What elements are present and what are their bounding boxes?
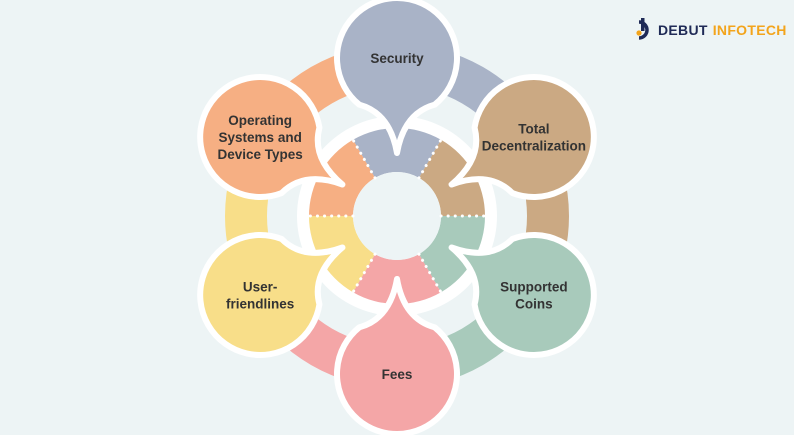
petal-security: Security [334, 0, 460, 156]
petal-label-total-decentralization: Total [518, 122, 549, 137]
petal-fees: Fees [334, 276, 460, 435]
petal-shape [334, 276, 460, 435]
segment-dividers [307, 138, 487, 294]
divider-line [417, 252, 443, 294]
petal-label-operating-systems: Device Types [218, 147, 303, 162]
petal-label-operating-systems: Systems and [219, 130, 302, 145]
petal-shape [448, 74, 597, 200]
divider-line [351, 252, 377, 294]
petal-label-security: Security [370, 51, 424, 66]
brand-word-debut: DEBUT [658, 22, 708, 38]
brand-word-infotech: INFOTECH [712, 22, 787, 38]
divider-line [351, 138, 377, 180]
petal-shape [448, 232, 597, 358]
inner-segment-operating-systems [309, 139, 375, 216]
petal-label-supported-coins: Supported [500, 280, 568, 295]
petal-shape [197, 74, 346, 200]
petal-label-user-friendlines: friendlines [226, 297, 294, 312]
center-hub [353, 172, 441, 260]
petals: SecurityTotalDecentralizationSupportedCo… [197, 0, 597, 435]
petal-label-operating-systems: Operating [228, 113, 292, 128]
inner-segment-total-decentralization [419, 139, 485, 216]
inner-segment-user-friendlines [309, 216, 375, 293]
debut-infotech-logo-icon [636, 18, 649, 40]
petal-shape [197, 232, 346, 358]
petal-shape [334, 0, 460, 156]
divider-line [417, 138, 443, 180]
petal-label-supported-coins: Coins [515, 297, 553, 312]
inner-segment-supported-coins [419, 216, 485, 293]
petal-label-fees: Fees [382, 367, 413, 382]
petal-user-friendlines: User-friendlines [197, 232, 346, 358]
petal-label-total-decentralization: Decentralization [482, 139, 586, 154]
petal-label-user-friendlines: User- [243, 280, 278, 295]
